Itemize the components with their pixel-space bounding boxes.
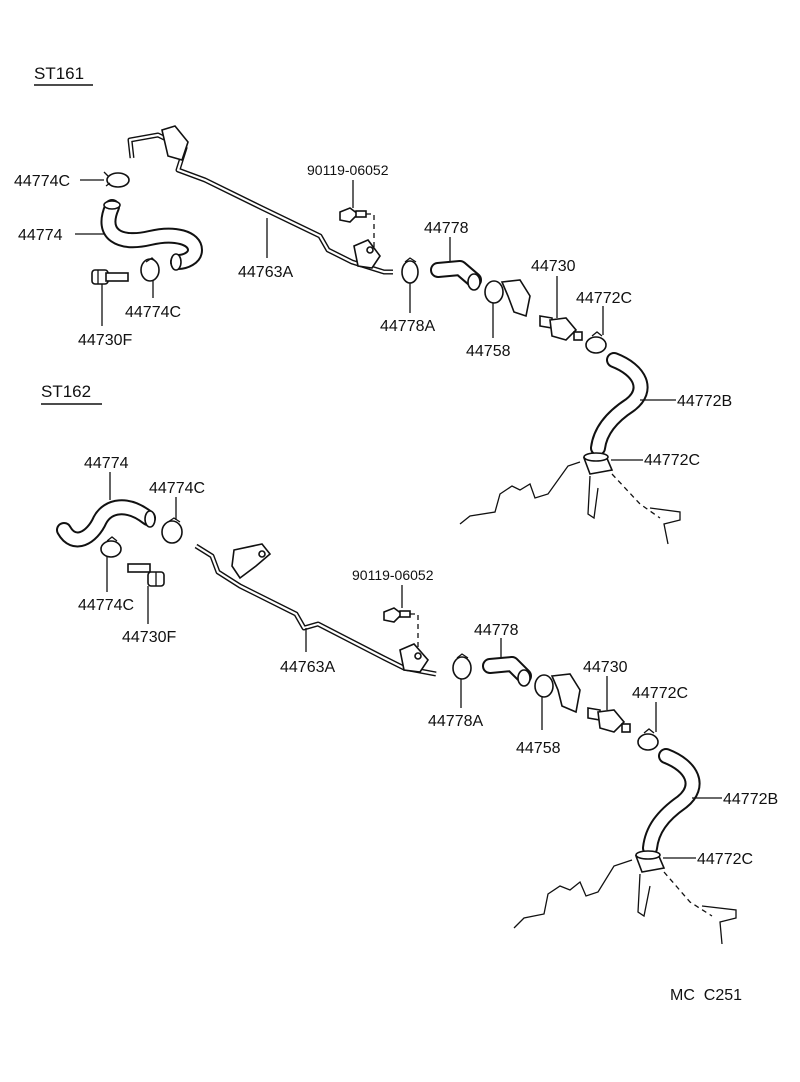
label-44730: 44730 [531, 258, 576, 275]
label-44772c-top: 44772C [576, 290, 632, 307]
hose-44772b [642, 748, 701, 856]
clip-44774c-lower [100, 536, 122, 558]
label-44758: 44758 [466, 343, 511, 360]
bolt-dashed-guide [366, 213, 375, 250]
hose-44778 [482, 656, 532, 687]
label-44778a: 44778A [380, 318, 435, 335]
label-44774c-top: 44774C [14, 173, 70, 190]
label-90119-06052: 90119-06052 [307, 162, 389, 178]
diagram-code: MC C251 [670, 987, 742, 1004]
clip-44778a [452, 653, 472, 680]
label-44774: 44774 [18, 227, 63, 244]
clip-44772c-bottom [582, 452, 614, 475]
label-44774-b: 44774 [84, 455, 129, 472]
label-44730f: 44730F [78, 332, 132, 349]
model-header-st161: ST161 [34, 64, 84, 83]
bracket-44758 [534, 673, 581, 714]
section-st162: ST162 44774 44774C 44774C [41, 382, 778, 945]
label-44778: 44778 [424, 220, 469, 237]
label-90119-06052-b: 90119-06052 [352, 567, 434, 583]
label-44730f-b: 44730F [122, 629, 176, 646]
bolt-90119-06052 [339, 207, 367, 223]
bolt-dashed-guide [410, 613, 419, 648]
clip-44774c-top [103, 171, 130, 188]
check-valve-44730 [587, 707, 631, 733]
model-header-st162: ST162 [41, 382, 91, 401]
pipe-44763a [194, 543, 437, 677]
clip-44772c-top [637, 728, 659, 751]
label-44774c-lower: 44774C [125, 304, 181, 321]
label-44772c-bottom: 44772C [644, 452, 700, 469]
label-44772b-b: 44772B [723, 791, 778, 808]
bolt-90119-06052 [383, 607, 411, 623]
clip-44772c-top [585, 331, 607, 354]
hose-44778 [430, 260, 482, 291]
label-44772c-bottom-b: 44772C [697, 851, 753, 868]
label-44778-b: 44778 [474, 622, 519, 639]
valve-44730f [127, 563, 165, 587]
clip-44778a [401, 257, 419, 284]
valve-44730f [91, 269, 129, 285]
section-st161: ST161 44774C 44774 44774C [14, 64, 732, 545]
label-44774c-top-b: 44774C [149, 480, 205, 497]
hose-44772b [590, 352, 649, 456]
label-44730-b: 44730 [583, 659, 628, 676]
clip-44772c-bottom [634, 850, 666, 873]
engine-outline [513, 859, 737, 945]
label-44758-b: 44758 [516, 740, 561, 757]
label-44772b: 44772B [677, 393, 732, 410]
clip-44774c-top [161, 517, 183, 544]
pipe-44763a [127, 125, 393, 275]
bracket-44758 [484, 279, 531, 318]
hose-44774 [56, 499, 156, 548]
label-44774c-lower-b: 44774C [78, 597, 134, 614]
check-valve-44730 [539, 315, 583, 341]
label-44763a: 44763A [238, 264, 293, 281]
hose-44774 [100, 199, 203, 271]
label-44772c-top-b: 44772C [632, 685, 688, 702]
label-44763a-b: 44763A [280, 659, 335, 676]
label-44778a-b: 44778A [428, 713, 483, 730]
engine-outline [459, 461, 681, 545]
clip-44774c-lower [140, 257, 160, 282]
